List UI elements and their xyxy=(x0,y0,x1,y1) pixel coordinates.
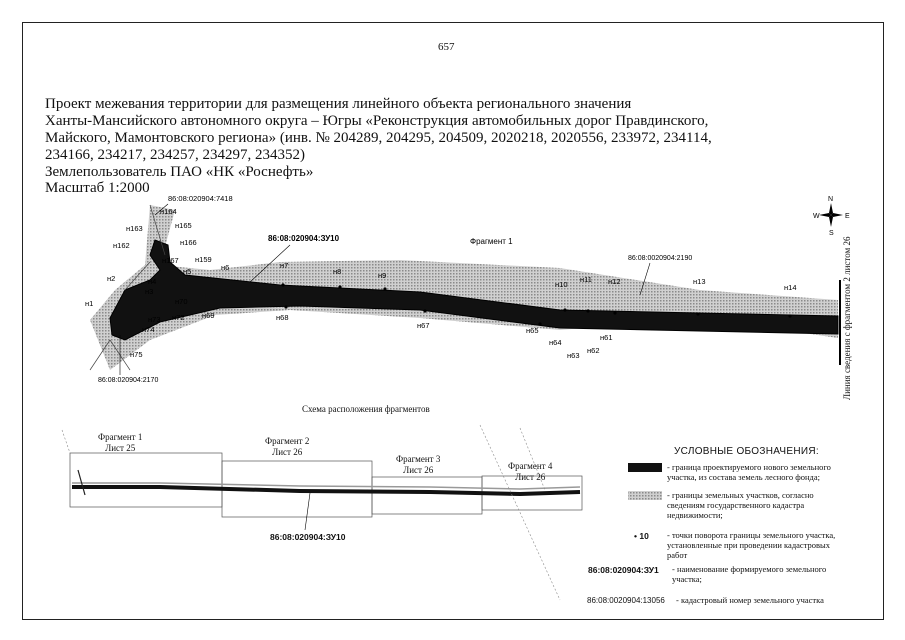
point-label: н11 xyxy=(580,275,592,284)
point-label: н14 xyxy=(784,283,796,292)
page-number: 657 xyxy=(438,41,455,53)
title-line-2: Ханты-Мансийского автономного округа – Ю… xyxy=(45,113,709,129)
point-label: н69 xyxy=(202,311,214,320)
point-label: н62 xyxy=(587,346,599,355)
compass-n: N xyxy=(828,196,833,203)
compass-w: W xyxy=(813,213,820,220)
point-label: н167 xyxy=(162,256,179,265)
legend-item-points: - точки поворота границы земельного учас… xyxy=(667,530,836,560)
point-label: н68 xyxy=(276,313,288,322)
compass-e: E xyxy=(845,213,850,220)
point-label: н10 xyxy=(555,280,567,289)
road-parcel xyxy=(109,239,839,341)
cadastral-top: 86:08:020904:7418 xyxy=(168,194,233,203)
point-label: н7 xyxy=(280,261,288,270)
point-label: н72 xyxy=(172,313,184,322)
sheet-frame xyxy=(22,22,884,620)
point-label: н3 xyxy=(145,287,153,296)
legend-code-formed: 86:08:020904:ЗУ1 xyxy=(588,565,659,575)
schema-parcel-label: 86:08:020904:ЗУ10 xyxy=(270,532,346,542)
map-scale: Масштаб 1:2000 xyxy=(45,180,150,196)
point-label: н159 xyxy=(195,255,212,264)
junction-note: Линия сведения с фрагментом 2 листом 26 xyxy=(842,236,852,401)
legend-hatch-swatch xyxy=(628,491,662,500)
point-label: н2 xyxy=(107,274,115,283)
schema-title: Схема расположения фрагментов xyxy=(302,404,430,414)
legend-road-swatch xyxy=(628,463,662,472)
point-label: н64 xyxy=(549,338,561,347)
legend-item-road: - граница проектируемого нового земельно… xyxy=(667,462,831,482)
point-label: н9 xyxy=(378,271,386,280)
page-title: Проект межевания территории для размещен… xyxy=(45,96,745,181)
point-label: н6 xyxy=(221,263,229,272)
point-label: н75 xyxy=(130,350,142,359)
legend-item-formed: - наименование формируемого земельного у… xyxy=(672,564,827,584)
cadastral-bottom-left: 86:08:020904:2170 xyxy=(98,377,158,384)
point-label: н70 xyxy=(175,297,187,306)
boundary-line xyxy=(89,204,166,371)
point-label: н63 xyxy=(567,351,579,360)
point-label: н61 xyxy=(600,333,612,342)
point-label: н165 xyxy=(175,221,192,230)
title-line-3: Майского, Мамонтовского региона» (инв. №… xyxy=(45,130,712,146)
point-label: н166 xyxy=(180,238,197,247)
legend-item-cadastral-number: - кадастровый номер земельного участка xyxy=(676,595,824,605)
point-label: н1 xyxy=(85,299,93,308)
schema-road xyxy=(72,485,581,497)
title-line-4: 234166, 234217, 234257, 234297, 234352) xyxy=(45,147,305,163)
title-line-1: Проект межевания территории для размещен… xyxy=(45,96,632,112)
point-label: н67 xyxy=(417,321,429,330)
point-label: н8 xyxy=(333,267,341,276)
point-label: н73 xyxy=(148,315,160,324)
point-label: н163 xyxy=(126,224,143,233)
compass-s: S xyxy=(829,230,834,237)
parcel-label: 86:08:020904:ЗУ10 xyxy=(268,234,340,243)
point-label: н74 xyxy=(142,325,154,334)
point-label: н162 xyxy=(113,241,130,250)
compass-icon xyxy=(819,203,843,227)
legend-item-cadastral: - границы земельных участков, согласно с… xyxy=(667,490,814,520)
point-label: н164 xyxy=(160,207,177,216)
point-label: н65 xyxy=(526,326,538,335)
legend-point-symbol: • 10 xyxy=(634,531,649,541)
fragment-label: Фрагмент 1 xyxy=(470,237,513,246)
point-label: н5 xyxy=(183,267,191,276)
legend-code-cadastral: 86:08:0020904:13056 xyxy=(587,596,665,605)
cadastral-band xyxy=(90,205,838,370)
point-label: н4 xyxy=(148,277,156,286)
point-label: н13 xyxy=(693,277,705,286)
title-line-5: Землепользователь ПАО «НК «Роснефть» xyxy=(45,164,314,180)
legend-title: УСЛОВНЫЕ ОБОЗНАЧЕНИЯ: xyxy=(674,446,819,457)
cadastral-right: 86:08:0020904:2190 xyxy=(628,255,692,262)
point-label: н12 xyxy=(608,277,620,286)
